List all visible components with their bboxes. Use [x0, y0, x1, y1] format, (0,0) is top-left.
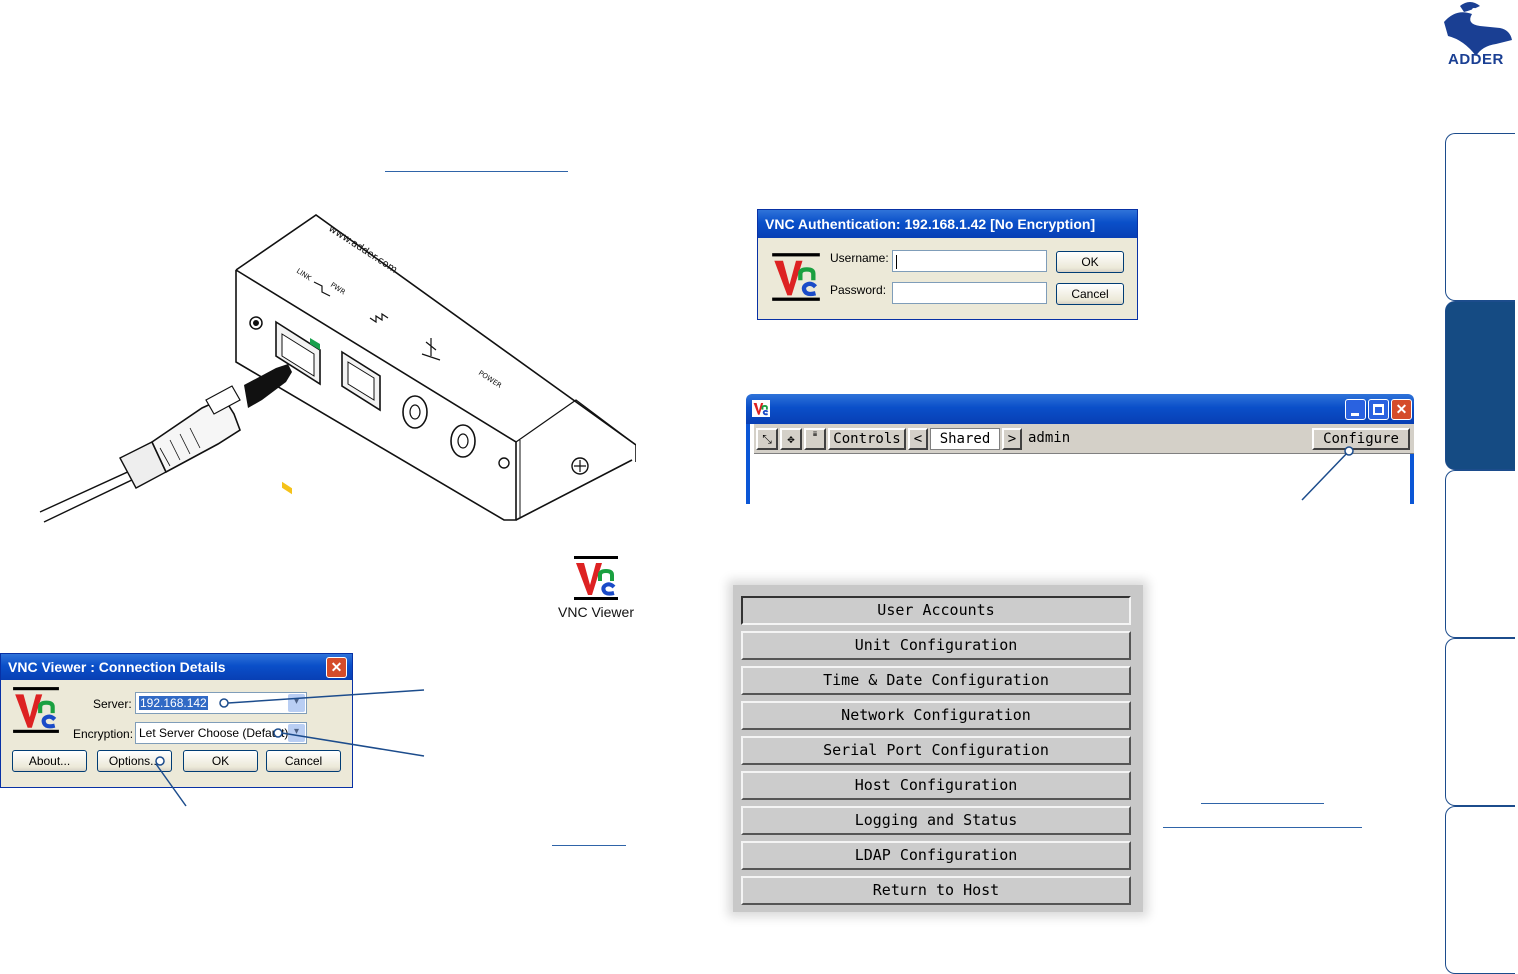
fullscreen-icon[interactable]: ⤡	[756, 428, 778, 450]
menu-item-logging-and-status[interactable]: Logging and Status	[741, 806, 1131, 835]
shared-status: Shared	[930, 428, 1000, 450]
power-label: POWER	[477, 369, 503, 390]
cancel-button[interactable]: Cancel	[1056, 283, 1124, 305]
text-cursor	[896, 254, 897, 269]
password-label: Password:	[830, 283, 887, 297]
pwr-label: PWR	[329, 281, 347, 297]
close-icon: ✕	[330, 659, 343, 675]
encryption-label: Encryption:	[73, 727, 134, 741]
close-button[interactable]: ✕	[326, 657, 347, 678]
current-user: admin	[1028, 430, 1071, 446]
vnc-logo-icon	[13, 687, 59, 733]
configuration-menu: User Accounts Unit Configuration Time & …	[733, 585, 1143, 912]
configure-button[interactable]: Configure	[1312, 428, 1410, 450]
side-tab-5[interactable]	[1445, 806, 1515, 974]
maximize-button[interactable]	[1368, 399, 1389, 420]
side-tab-3[interactable]	[1445, 470, 1515, 638]
minimize-icon	[1351, 413, 1359, 416]
side-tab-4[interactable]	[1445, 638, 1515, 806]
encryption-value: Let Server Choose (Default)	[139, 726, 289, 740]
server-combobox[interactable]: 192.168.142 ▾	[135, 692, 307, 714]
controls-button[interactable]: Controls	[828, 428, 906, 450]
auth-dialog-title: VNC Authentication: 192.168.1.42 [No Enc…	[758, 210, 1137, 238]
menu-item-return-to-host[interactable]: Return to Host	[741, 876, 1131, 905]
move-icon[interactable]: ✥	[780, 428, 802, 450]
vnc-logo-icon	[772, 253, 820, 301]
vnc-viewer-desktop-icon[interactable]	[572, 555, 620, 601]
menu-item-user-accounts[interactable]: User Accounts	[741, 596, 1131, 625]
password-field[interactable]	[892, 282, 1047, 304]
brand-name: ADDER	[1448, 51, 1504, 68]
next-host-button[interactable]: >	[1002, 428, 1022, 450]
menu-item-ldap-configuration[interactable]: LDAP Configuration	[741, 841, 1131, 870]
hardware-url: www.adder.com	[326, 223, 399, 276]
hardware-illustration: www.adder.com LINK PWR POWER	[39, 214, 636, 523]
vnc-authentication-dialog: VNC Authentication: 192.168.1.42 [No Enc…	[757, 209, 1138, 320]
about-button[interactable]: About...	[12, 750, 87, 772]
menu-item-time-date-configuration[interactable]: Time & Date Configuration	[741, 666, 1131, 695]
side-tab-1[interactable]	[1445, 133, 1515, 301]
cancel-button[interactable]: Cancel	[266, 750, 341, 772]
close-icon: ✕	[1395, 401, 1408, 417]
username-label: Username:	[830, 251, 889, 265]
menu-item-host-configuration[interactable]: Host Configuration	[741, 771, 1131, 800]
link-underline-2[interactable]	[552, 845, 626, 846]
viewer-title-bar: ✕	[746, 394, 1414, 424]
side-tab-2[interactable]	[1445, 301, 1515, 470]
server-label: Server:	[93, 697, 132, 711]
adder-logo-icon	[1444, 2, 1512, 56]
link-underline-3[interactable]	[1201, 803, 1324, 804]
menu-item-serial-port-configuration[interactable]: Serial Port Configuration	[741, 736, 1131, 765]
vnc-viewer-desktop-label: VNC Viewer	[558, 604, 634, 620]
prev-host-button[interactable]: <	[908, 428, 928, 450]
vnc-viewer-window: ✕ ⤡ ✥ ≣ Controls < Shared > admin Config…	[746, 394, 1414, 504]
maximize-icon	[1373, 404, 1384, 415]
vnc-connection-dialog: VNC Viewer : Connection Details ✕ Server…	[0, 653, 353, 788]
link-underline-4[interactable]	[1163, 827, 1362, 828]
ctrl-alt-del-icon[interactable]: ≣	[804, 428, 826, 450]
auth-dialog-body: Username: Password: OK Cancel	[758, 238, 1137, 319]
link-label: LINK	[295, 267, 313, 283]
viewer-toolbar: ⤡ ✥ ≣ Controls < Shared > admin Configur…	[754, 424, 1414, 454]
minimize-button[interactable]	[1345, 399, 1366, 420]
ok-button[interactable]: OK	[183, 750, 258, 772]
viewer-content: ⤡ ✥ ≣ Controls < Shared > admin Configur…	[746, 424, 1414, 504]
ok-button[interactable]: OK	[1056, 251, 1124, 273]
connection-dialog-body: Server: 192.168.142 ▾ Encryption: Let Se…	[1, 680, 352, 787]
options-button[interactable]: Options...	[97, 750, 172, 772]
username-field[interactable]	[892, 250, 1047, 272]
menu-item-network-configuration[interactable]: Network Configuration	[741, 701, 1131, 730]
chevron-down-icon[interactable]: ▾	[288, 724, 305, 742]
vnc-logo-icon	[752, 400, 770, 417]
menu-item-unit-configuration[interactable]: Unit Configuration	[741, 631, 1131, 660]
close-button[interactable]: ✕	[1391, 399, 1412, 420]
connection-dialog-title: VNC Viewer : Connection Details	[1, 654, 352, 680]
encryption-select[interactable]: Let Server Choose (Default) ▾	[135, 722, 307, 744]
link-underline-1[interactable]	[385, 171, 568, 172]
server-value: 192.168.142	[139, 696, 208, 710]
chevron-down-icon[interactable]: ▾	[288, 694, 305, 712]
